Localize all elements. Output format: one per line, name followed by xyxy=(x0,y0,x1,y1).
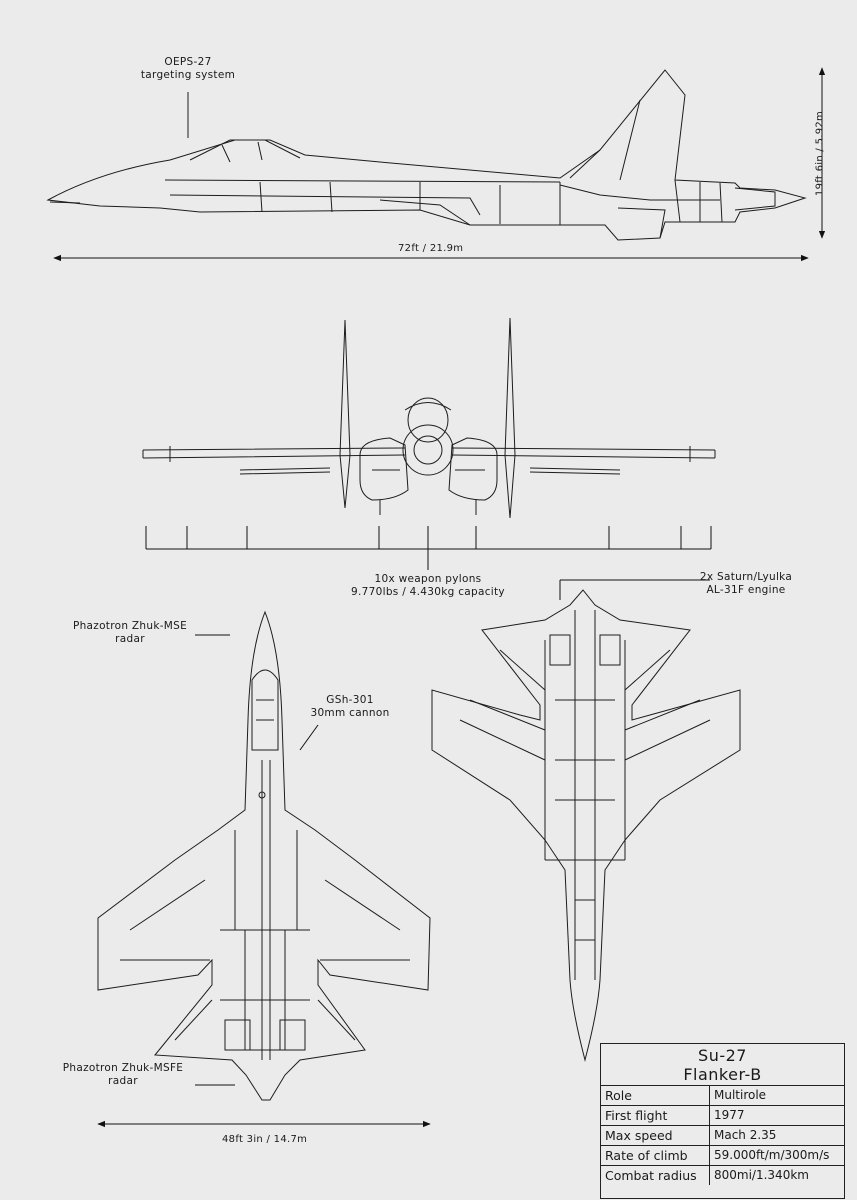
radar-bottom-label: Phazotron Zhuk-MSFE radar xyxy=(58,1062,188,1088)
spec-key: Rate of climb xyxy=(601,1146,710,1165)
aircraft-designation: Flanker-B xyxy=(683,1065,762,1084)
height-label: 19ft 6in / 5.92m xyxy=(814,110,826,197)
side-view xyxy=(46,69,807,241)
radar-bottom-label-line2: radar xyxy=(108,1075,138,1087)
pylons-label-line2: 9.770lbs / 4.430kg capacity xyxy=(351,586,505,598)
spec-value: 1977 xyxy=(714,1108,745,1122)
spec-value: 59.000ft/m/300m/s xyxy=(714,1148,830,1162)
engine-leader xyxy=(559,579,710,600)
spec-title-block: Su-27 Flanker-B xyxy=(601,1044,844,1086)
front-view xyxy=(142,317,716,519)
radar-top-label-line1: Phazotron Zhuk-MSE xyxy=(72,620,188,632)
engine-label-line2: AL-31F engine xyxy=(706,584,786,596)
spec-value: 800mi/1.340km xyxy=(714,1168,809,1182)
cannon-label-line2: 30mm cannon xyxy=(310,707,390,719)
spec-key: Role xyxy=(601,1086,710,1105)
length-label: 72ft / 21.9m xyxy=(398,243,464,254)
aircraft-name: Su-27 xyxy=(698,1046,747,1065)
spec-table: Su-27 Flanker-B Role Multirole First fli… xyxy=(600,1043,845,1199)
spec-key: Combat radius xyxy=(601,1166,710,1185)
radar-top-label: Phazotron Zhuk-MSE radar xyxy=(70,620,190,646)
spec-row: First flight 1977 xyxy=(601,1106,844,1126)
bottom-view xyxy=(431,589,741,1062)
cannon-label: GSh-301 30mm cannon xyxy=(300,694,400,720)
spec-value: Mach 2.35 xyxy=(714,1128,777,1142)
spec-row: Combat radius 800mi/1.340km xyxy=(601,1166,844,1185)
spec-row: Rate of climb 59.000ft/m/300m/s xyxy=(601,1146,844,1166)
radar-top-label-line2: radar xyxy=(115,633,145,645)
spec-value: Multirole xyxy=(714,1088,767,1102)
radar-bottom-label-line1: Phazotron Zhuk-MSFE xyxy=(62,1062,184,1074)
cannon-label-line1: GSh-301 xyxy=(326,694,374,706)
spec-key: First flight xyxy=(601,1106,710,1125)
pylons-label: 10x weapon pylons 9.770lbs / 4.430kg cap… xyxy=(328,573,528,599)
spec-key: Max speed xyxy=(601,1126,710,1145)
oeps-label: OEPS-27 targeting system xyxy=(138,56,238,82)
wingspan-label: 48ft 3in / 14.7m xyxy=(222,1134,308,1145)
oeps-label-line1: OEPS-27 xyxy=(164,56,212,68)
pylons-label-line1: 10x weapon pylons xyxy=(374,573,482,585)
spec-row: Role Multirole xyxy=(601,1086,844,1106)
top-view xyxy=(97,610,431,1101)
oeps-label-line2: targeting system xyxy=(140,69,236,81)
engine-label: 2x Saturn/Lyulka AL-31F engine xyxy=(686,571,806,597)
spec-row: Max speed Mach 2.35 xyxy=(601,1126,844,1146)
engine-label-line1: 2x Saturn/Lyulka xyxy=(699,571,793,583)
pylon-dimension-scale xyxy=(145,526,712,570)
